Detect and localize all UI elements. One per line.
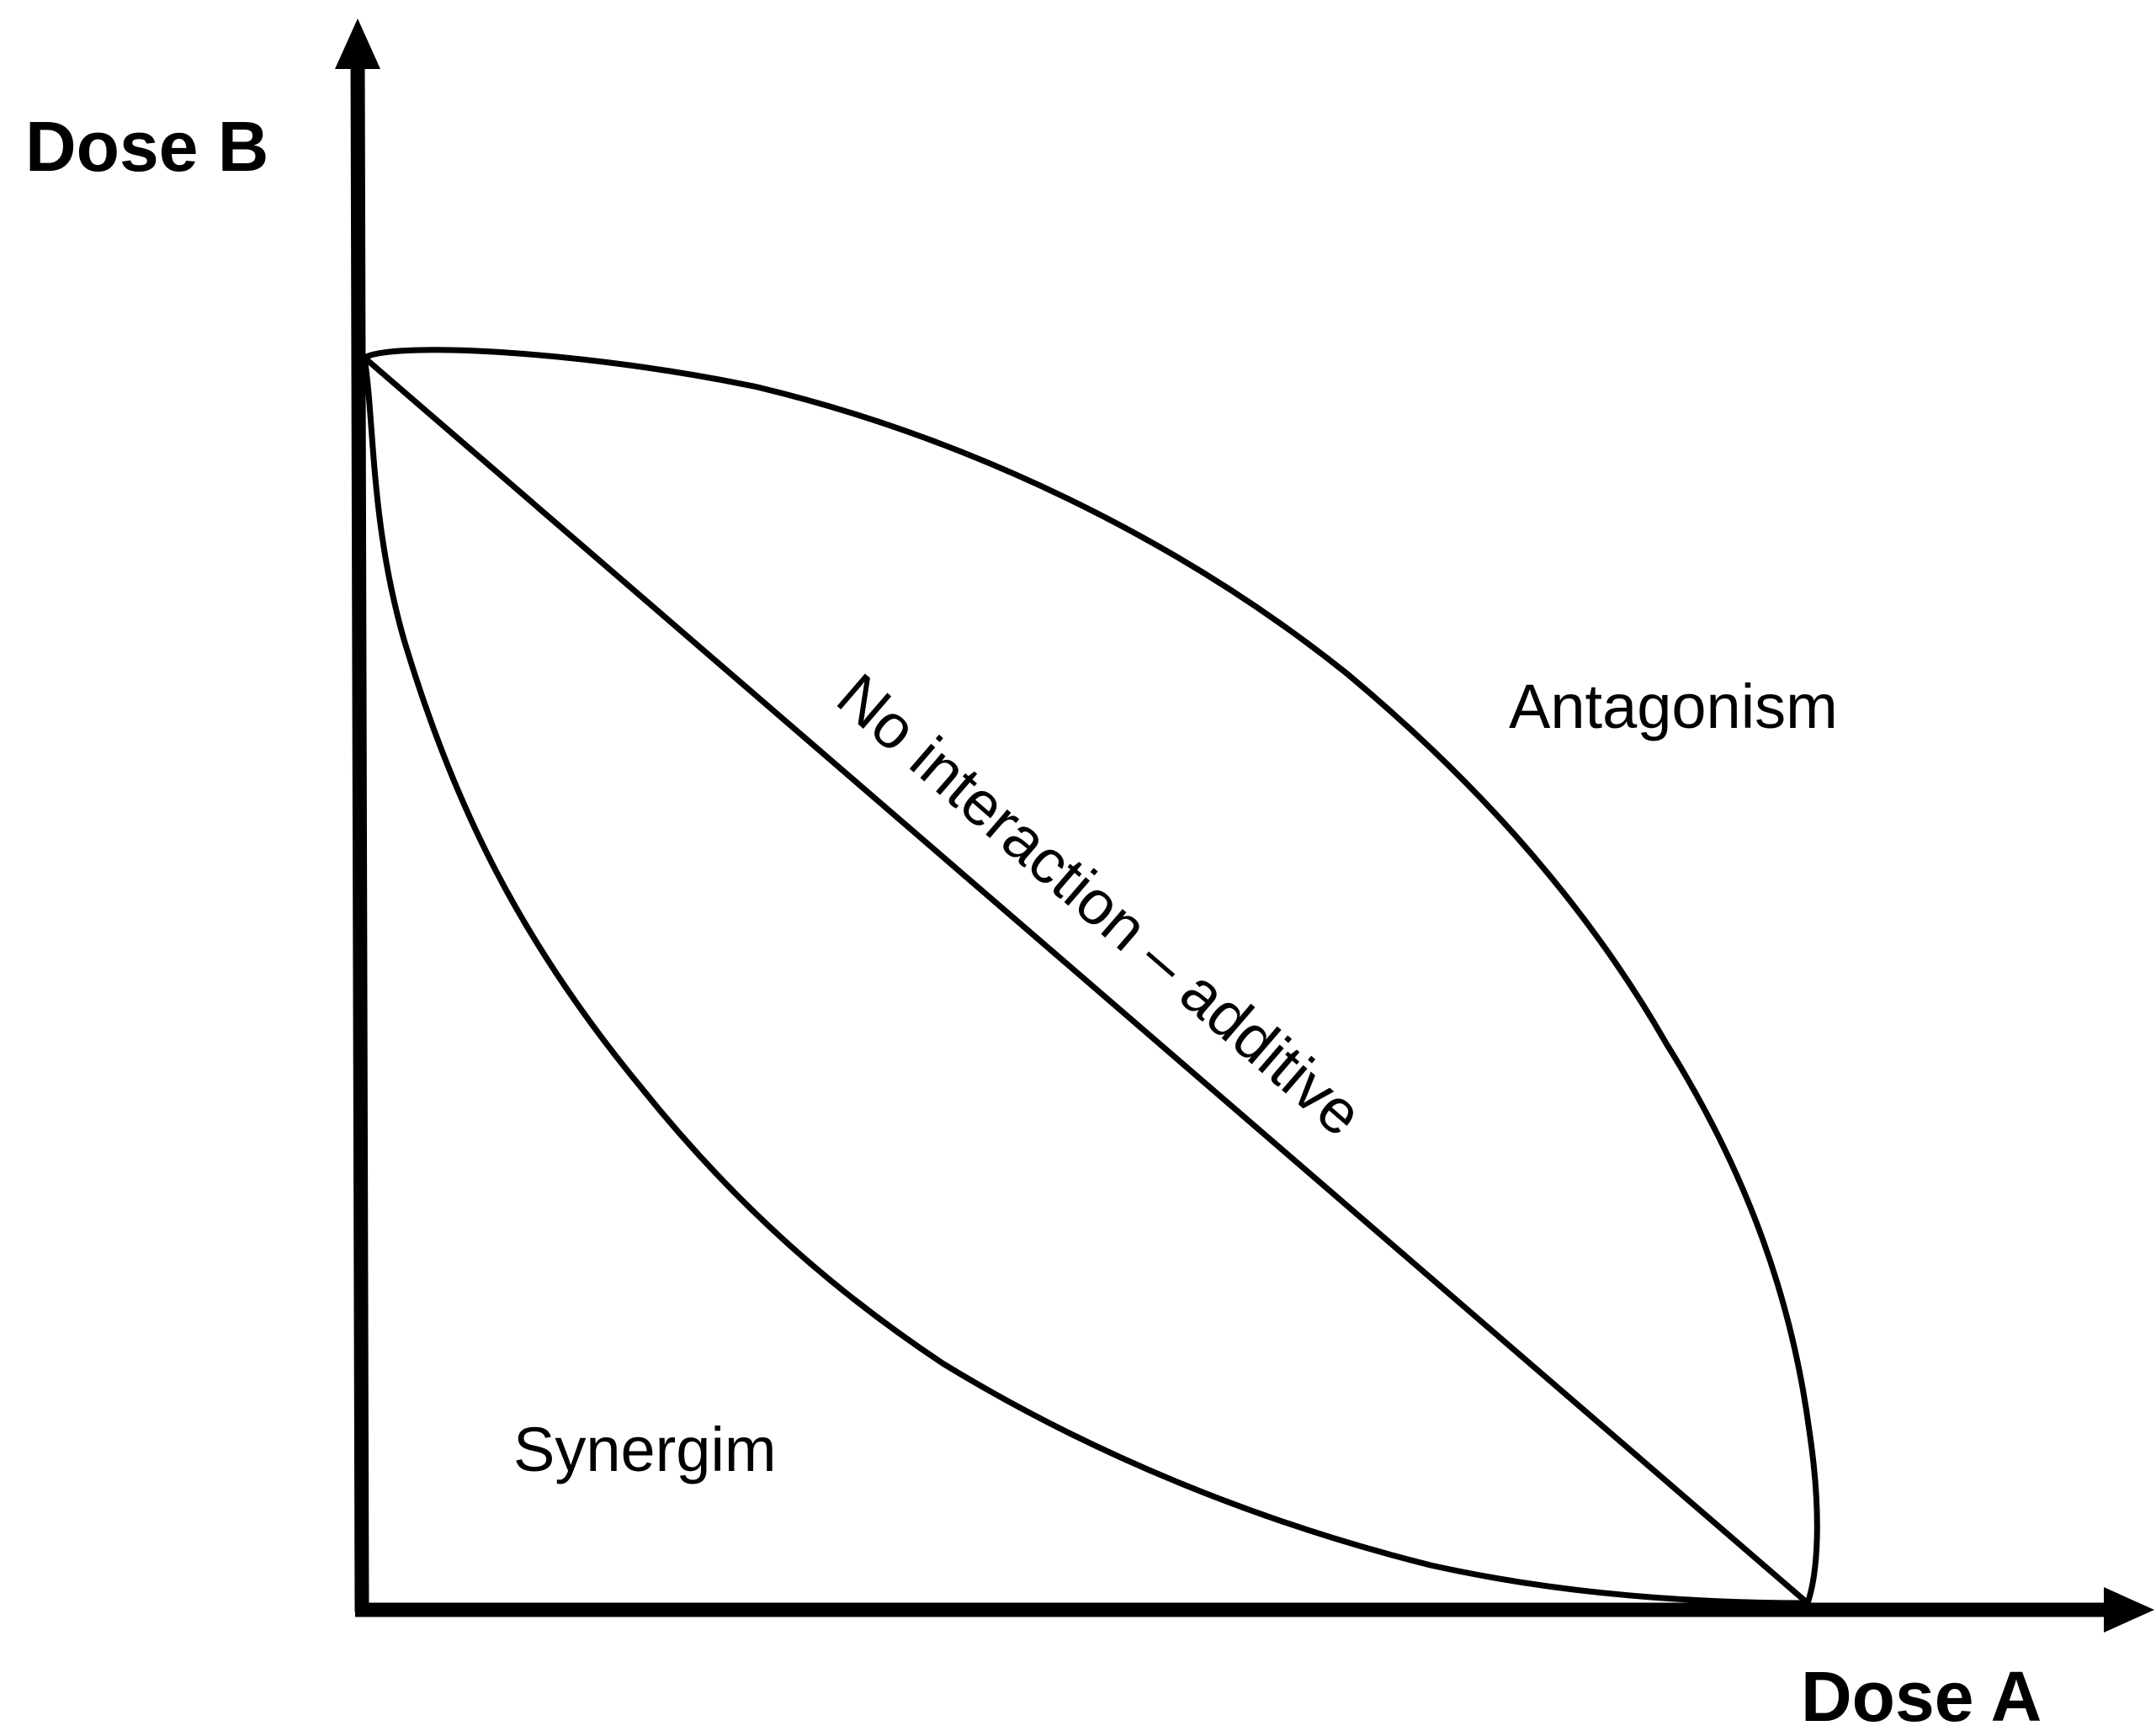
antagonism-curve bbox=[361, 347, 1820, 1606]
synergism-label: Synergim bbox=[513, 1415, 777, 1484]
additive-line bbox=[361, 354, 1811, 1606]
x-axis-label: Dose A bbox=[1801, 1657, 2042, 1731]
x-axis-arrow-icon bbox=[2104, 1587, 2154, 1633]
additive-label: No interaction – additive bbox=[825, 660, 1376, 1150]
y-axis-arrow-icon bbox=[335, 19, 380, 69]
antagonism-label: Antagonism bbox=[1509, 672, 1838, 741]
synergism-curve bbox=[361, 354, 1811, 1606]
y-axis bbox=[350, 58, 369, 1612]
y-axis-label: Dose B bbox=[25, 107, 268, 186]
